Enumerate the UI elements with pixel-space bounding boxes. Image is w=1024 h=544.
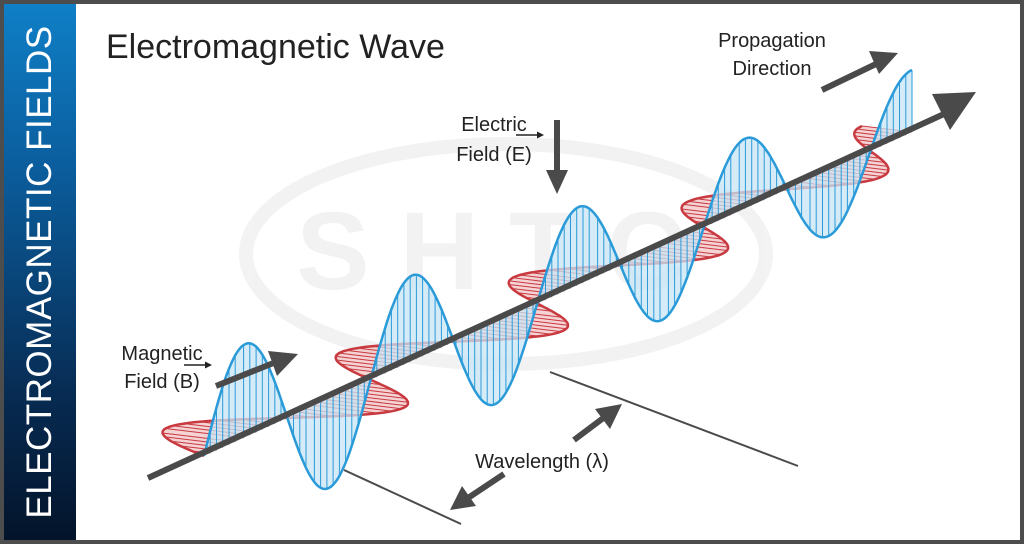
- wavelength-line-left: [343, 469, 462, 525]
- wavelength-down-arrow-icon: [450, 471, 506, 510]
- magnetic-arrow-icon: [214, 351, 298, 389]
- magnetic-label-line1: Magnetic: [121, 343, 202, 365]
- electric-label-line1: Electric: [461, 114, 527, 136]
- propagation-axis: [146, 92, 976, 481]
- propagation-label-line2: Direction: [733, 58, 812, 80]
- propagation-arrow-icon: [820, 51, 898, 93]
- electric-down-arrow-icon: [546, 120, 568, 194]
- em-wave-diagram: SHTC: [121, 30, 976, 525]
- wavelength-line-right: [549, 371, 799, 467]
- diagram-panel: SHTC: [76, 4, 1020, 540]
- sidebar-title: ELECTROMAGNETIC FIELDS: [20, 25, 59, 519]
- wavelength-label: Wavelength (λ): [475, 451, 609, 473]
- wavelength-up-arrow-icon: [572, 404, 622, 443]
- b-vector-arrow-icon: [184, 361, 212, 369]
- sidebar-banner: ELECTROMAGNETIC FIELDS: [4, 4, 76, 540]
- e-vector-arrow-icon: [516, 131, 544, 139]
- page-title: Electromagnetic Wave: [106, 28, 445, 66]
- electric-field-wave: [202, 68, 913, 491]
- propagation-label-line1: Propagation: [718, 30, 826, 52]
- magnetic-label-line2: Field (B): [124, 371, 200, 393]
- svg-text:SHTC: SHTC: [296, 190, 715, 313]
- electric-wave-hatching: [209, 70, 913, 489]
- electric-wave-curve: [202, 68, 913, 491]
- electric-label-line2: Field (E): [456, 144, 532, 166]
